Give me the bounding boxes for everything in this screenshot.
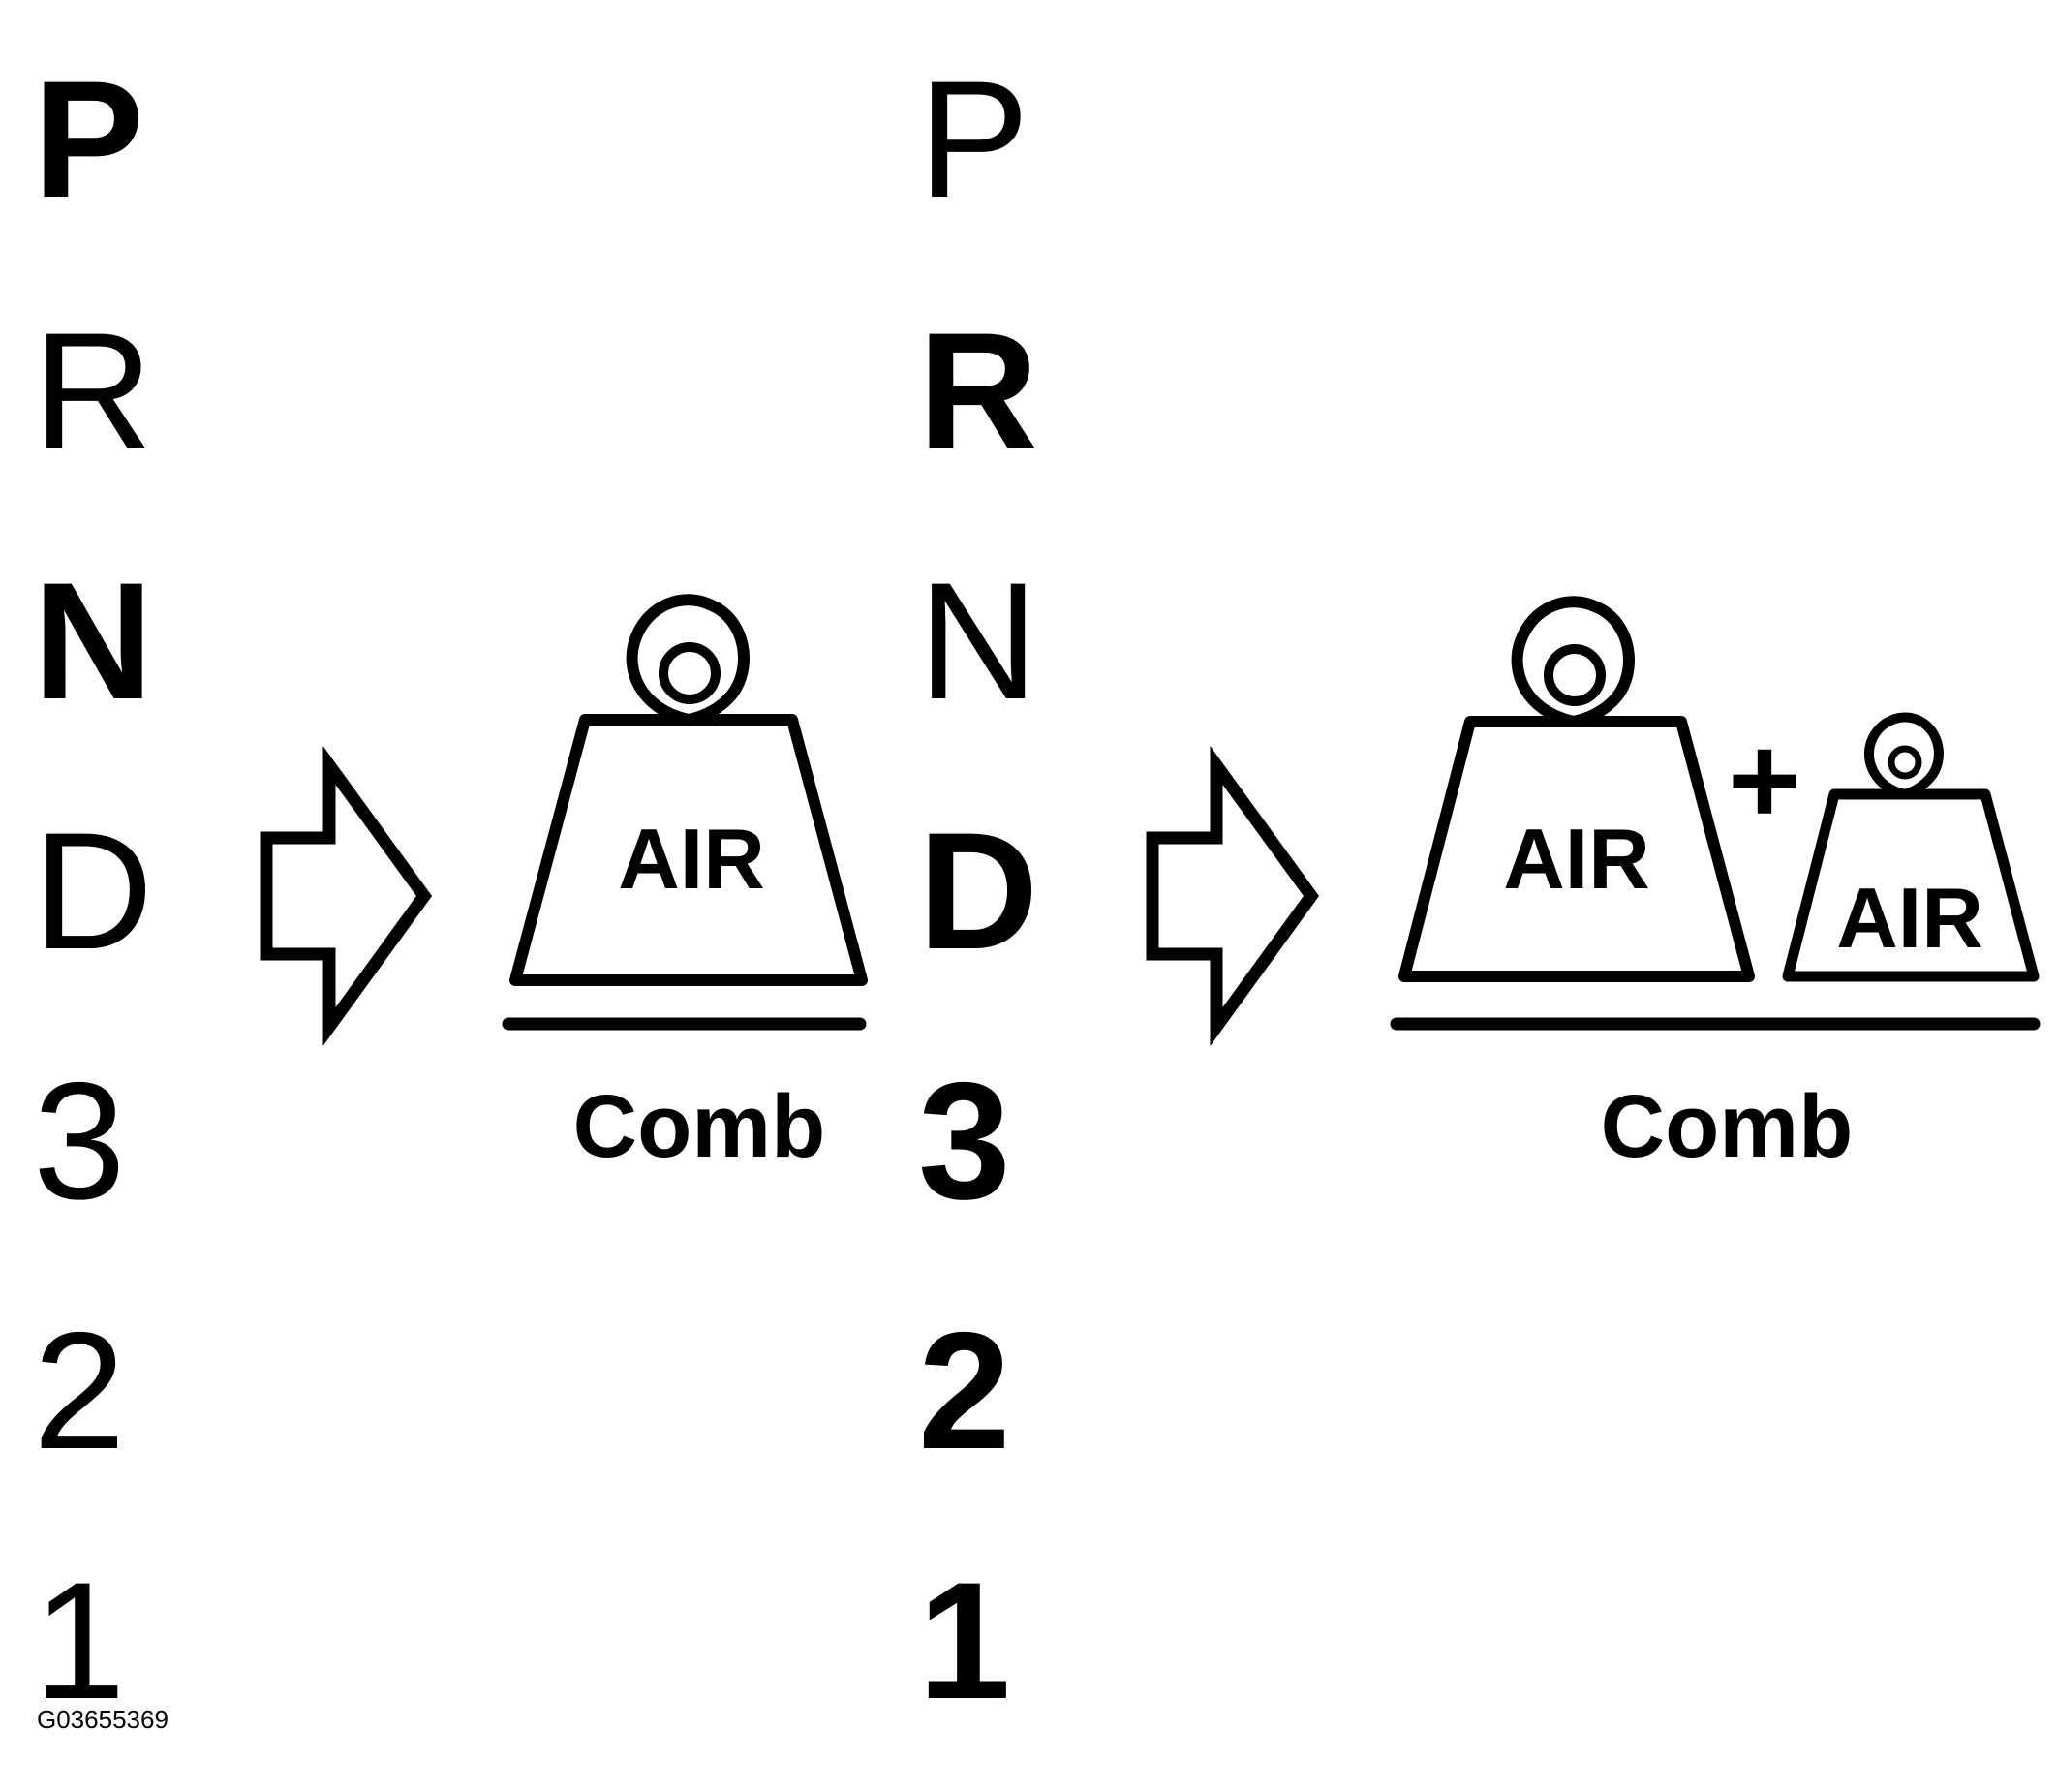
gear-left-2: 2 (33, 1298, 126, 1484)
gear-right-2: 2 (918, 1298, 1011, 1484)
gear-right-1: 1 (918, 1548, 1011, 1734)
weight-label: AIR (618, 811, 765, 907)
plus-sign: + (1728, 709, 1801, 850)
weight-small-icon (1782, 712, 2040, 982)
figure-code: G03655369 (37, 1705, 169, 1734)
weight-panel-2: AIR + AIR Comb (1390, 596, 2041, 1176)
gear-left-p: P (33, 46, 144, 232)
weight-large-label: AIR (1503, 811, 1650, 907)
arrow-right-icon (1146, 745, 1320, 1047)
gear-left-d: D (33, 798, 154, 984)
weight-large-icon (1398, 596, 1755, 982)
comb-caption: Comb (573, 1077, 826, 1176)
comb-caption: Comb (1601, 1077, 1854, 1176)
gear-right-d: D (918, 798, 1039, 984)
gear-right-n: N (918, 548, 1039, 734)
gear-left-1: 1 (33, 1548, 126, 1734)
gear-left-r: R (33, 298, 154, 484)
gear-right-p: P (918, 46, 1029, 232)
arrow-right-icon (260, 745, 433, 1047)
gear-left-3: 3 (33, 1048, 126, 1234)
weight-small-label: AIR (1836, 870, 1983, 966)
gear-left-n: N (33, 548, 154, 734)
gear-right-r: R (918, 298, 1039, 484)
weight-icon (509, 594, 868, 986)
weight-panel-1: AIR Comb (502, 594, 868, 1176)
gear-right-3: 3 (918, 1048, 1011, 1234)
